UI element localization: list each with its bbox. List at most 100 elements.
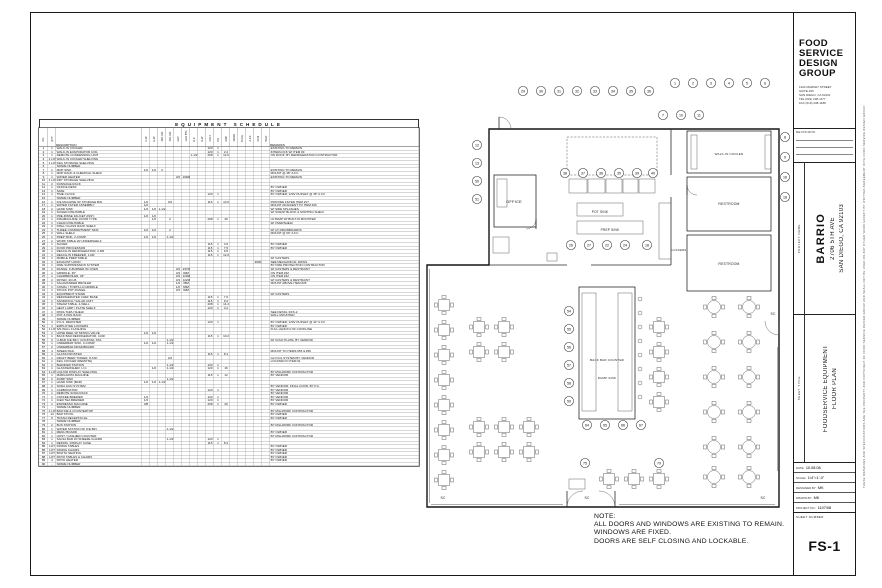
chair [469, 349, 473, 355]
sheet-number: FS-1 [808, 538, 841, 554]
tag-number: 22 [605, 243, 609, 247]
copyright-microtext: THESE DRAWINGS AND SPECIFICATIONS ARE TH… [862, 104, 866, 488]
chair [746, 466, 752, 470]
tag-number: 1 [674, 81, 676, 85]
tag-circle [600, 420, 610, 430]
chair [756, 474, 760, 480]
equipment-tag: 31 [554, 86, 564, 96]
tag-number: 39 [635, 171, 639, 175]
chair [746, 314, 752, 318]
kitchen-equipment [581, 292, 597, 412]
room-outline [578, 286, 636, 420]
dining-table-4top [494, 442, 514, 462]
equipment-tag: 35 [626, 86, 636, 96]
tag-circle [760, 78, 770, 88]
equipment-tag: 67 [636, 420, 646, 430]
chair [656, 392, 662, 396]
chair [526, 433, 532, 437]
tag-circle [472, 194, 482, 204]
table-top [742, 300, 756, 314]
equipment-tag: 4 [724, 78, 734, 88]
chair [711, 484, 717, 488]
chair [510, 324, 514, 330]
tag-circle [472, 140, 482, 150]
round-dining-table [738, 436, 760, 458]
chair [599, 476, 603, 482]
chair [703, 304, 707, 310]
table-top [707, 440, 721, 454]
chair [441, 411, 447, 415]
project-address-line: 2706 5TH AVE [830, 217, 836, 260]
sheet-title-line: FLOOR PLAN [831, 367, 838, 409]
chair [450, 427, 454, 433]
chair [721, 374, 725, 380]
chair [656, 408, 662, 412]
chair [756, 304, 760, 310]
tag-number: 2 [692, 81, 694, 85]
dining-table-4top [434, 420, 454, 440]
table-top [742, 470, 756, 484]
equipment-tag: 18 [642, 240, 652, 250]
tag-circle [706, 78, 716, 88]
tag-number: 24 [623, 243, 627, 247]
tag-circle [536, 86, 546, 96]
column-header: NEMA [230, 128, 238, 147]
tag-number: 35 [629, 89, 633, 93]
kitchen-equipment [576, 202, 624, 217]
dining-table-4top [434, 470, 454, 490]
table-row: 15-SPARE NUMBER [39, 197, 419, 201]
table-top [438, 299, 450, 311]
dining-table-4top [649, 392, 669, 412]
bar-stool [637, 310, 643, 316]
tag-number: 55 [567, 327, 571, 331]
info-label: DESIGNED BY: [796, 485, 817, 490]
kitchen-equipment [568, 178, 588, 194]
revision-row [796, 148, 853, 155]
plan-label: WALK-IN COOLER [715, 152, 744, 156]
chair [476, 417, 482, 421]
info-value: MK [817, 485, 824, 490]
tag-circle [602, 240, 612, 250]
chair [649, 349, 653, 355]
equipment-tag: 26 [566, 240, 576, 250]
tag-number: 9 [784, 155, 786, 159]
dining-table-4top [434, 295, 454, 315]
chair [441, 345, 447, 349]
dining-table-4top [469, 442, 489, 462]
equipment-tag: 75 [580, 458, 590, 468]
tag-circle [642, 240, 652, 250]
chair [746, 349, 752, 353]
table-top [473, 321, 485, 333]
tag-circle [724, 78, 734, 88]
equipment-tag: 33 [590, 86, 600, 96]
chair [441, 386, 447, 390]
tag-number: 75 [583, 461, 587, 465]
room-outline [686, 234, 772, 292]
tag-number: 18 [645, 243, 649, 247]
table-top [523, 421, 535, 433]
chair [441, 420, 447, 424]
tag-circle [564, 324, 574, 334]
table-row: 101 LOTDRY STORAGE SHELVING [39, 179, 419, 183]
equipment-tag: 54 [564, 306, 574, 316]
column-header: H.P. [190, 128, 198, 147]
chair [649, 399, 653, 405]
chair [501, 342, 507, 346]
chair [649, 476, 653, 482]
kitchen-equipment [690, 134, 698, 170]
